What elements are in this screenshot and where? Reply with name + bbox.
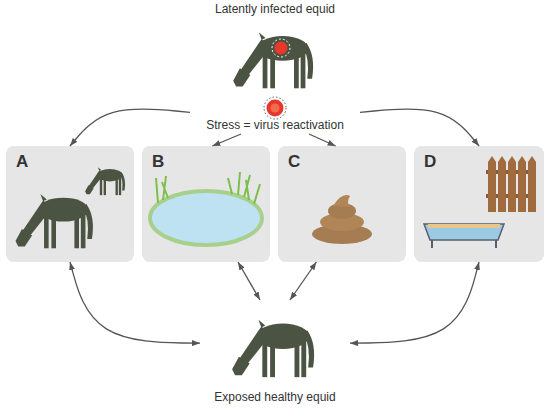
water-trough: [424, 224, 504, 248]
fence: [486, 156, 536, 212]
grazing-horse: [16, 194, 93, 248]
double-arrow: [238, 262, 260, 300]
transmission-arrow: [212, 134, 241, 146]
fence-posts: [488, 156, 536, 212]
host-node: Latently infected equid: [175, 0, 375, 96]
route-box: B: [142, 146, 270, 262]
virus-body: [267, 100, 284, 117]
node-label: Latently infected equid: [215, 2, 335, 17]
latent-virus: [272, 39, 290, 57]
transmission-arrow: [360, 109, 479, 146]
double-arrow: [290, 262, 316, 300]
transmission-arrow: [309, 134, 336, 146]
pond: [150, 172, 262, 245]
trigger-node: Stress = virus reactivation: [190, 98, 360, 134]
panel-letter: D: [424, 152, 436, 172]
dung-tip: [333, 195, 350, 207]
virus-spikes: [264, 97, 286, 119]
infected-horse: [233, 32, 313, 88]
panel-letter: B: [152, 152, 164, 172]
healthy-horse: [232, 320, 314, 378]
faeces: [312, 195, 372, 244]
route-box: A: [6, 146, 134, 262]
reactivated-virus: [264, 97, 286, 119]
double-arrow: [350, 262, 479, 343]
virus-body: [275, 42, 288, 55]
route-box: D: [414, 146, 544, 262]
trough-legs: [432, 240, 496, 248]
grazing-horse: [85, 167, 125, 195]
transmission-arrow: [70, 109, 190, 146]
trough-feed: [428, 224, 500, 228]
route-box: C: [278, 146, 406, 262]
pond-water: [150, 191, 262, 245]
host-node: Exposed healthy equid: [200, 300, 350, 408]
node-label: Exposed healthy equid: [214, 390, 335, 405]
double-arrow: [70, 262, 200, 343]
panel-letter: A: [16, 152, 28, 172]
virus-core: [271, 104, 280, 113]
fence-rail: [486, 172, 530, 196]
dung-layer: [312, 224, 372, 244]
panel-letter: C: [288, 152, 300, 172]
dung-layer: [320, 213, 364, 231]
node-label: Stress = virus reactivation: [206, 118, 344, 133]
reeds: [156, 172, 260, 204]
dung-layer: [328, 203, 356, 219]
virus-halo: [272, 39, 290, 57]
trough-tub: [424, 224, 504, 240]
